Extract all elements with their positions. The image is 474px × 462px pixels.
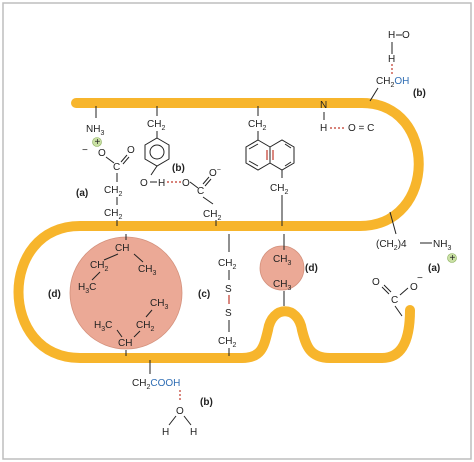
svg-text:CH2: CH2 (147, 119, 165, 132)
svg-text:O: O (182, 178, 190, 189)
svg-text:O: O (127, 145, 135, 156)
water-top-right: H O H (388, 30, 410, 65)
svg-text:+: + (95, 137, 101, 148)
backbone-h: H (320, 123, 327, 134)
label-b-top-right: (b) (413, 88, 426, 99)
label-c: (c) (198, 289, 210, 300)
svg-text:CH2OH: CH2OH (376, 76, 409, 89)
svg-text:C: C (113, 162, 120, 173)
svg-text:O: O (176, 406, 184, 417)
positive-charge (92, 137, 102, 147)
svg-text:CH3: CH3 (273, 254, 291, 267)
backbone-carbonyl: O = C (348, 123, 374, 134)
svg-text:CH2: CH2 (270, 183, 288, 196)
svg-text:NH3: NH3 (86, 124, 104, 137)
svg-text:CH2: CH2 (203, 209, 221, 222)
svg-text:NH3: NH3 (433, 239, 451, 252)
svg-text:CH2: CH2 (90, 260, 108, 273)
svg-text:CH2: CH2 (104, 208, 122, 221)
svg-text:CH3: CH3 (150, 298, 168, 311)
protein-backbone (13, 98, 424, 363)
svg-text:CH: CH (115, 243, 129, 254)
svg-text:−: − (417, 273, 423, 284)
water-h-1: H (388, 30, 395, 41)
svg-text:CH3: CH3 (138, 264, 156, 277)
negative-charge: − (82, 145, 88, 156)
svg-text:O: O (372, 277, 380, 288)
ch2oh-group: CH2OH (369, 76, 409, 102)
water-h-2: H (388, 54, 395, 65)
label-b-middle: (b) (172, 163, 185, 174)
isobutyl-upper: CH CH2 CH3 H3C (78, 234, 156, 295)
svg-text:O: O (98, 148, 106, 159)
svg-text:H3C: H3C (78, 282, 96, 295)
svg-text:H3C: H3C (94, 320, 112, 333)
isobutyl-lower: CH3 H3C CH2 CH (94, 298, 168, 356)
svg-text:CH: CH (118, 338, 132, 349)
svg-text:H: H (158, 178, 165, 189)
svg-text:CH2: CH2 (136, 320, 154, 333)
svg-text:CH2: CH2 (218, 258, 236, 271)
label-a-left: (a) (76, 188, 88, 199)
svg-text:H: H (162, 427, 169, 438)
svg-text:C: C (391, 295, 398, 306)
positive-charge-lys (447, 253, 457, 263)
svg-text:O−: O− (209, 167, 221, 179)
label-d-right: (d) (305, 263, 318, 274)
sulfur-2: S (225, 308, 232, 319)
svg-text:(CH2)4: (CH2)4 (376, 239, 407, 252)
svg-text:+: + (450, 253, 456, 264)
naphthyl-ring-right (269, 139, 295, 171)
svg-text:CH2COOH: CH2COOH (132, 378, 180, 391)
svg-text:O: O (410, 282, 418, 293)
water-o: O (402, 30, 410, 41)
backbone-n: N (320, 100, 327, 111)
svg-text:CH2: CH2 (248, 119, 266, 132)
label-b-bottom: (b) (200, 397, 213, 408)
label-d-left: (d) (48, 289, 61, 300)
svg-text:CH2: CH2 (104, 185, 122, 198)
label-a-right: (a) (428, 263, 440, 274)
hydrophobic-cluster-small (259, 245, 305, 291)
svg-text:O: O (140, 178, 148, 189)
svg-text:CH3: CH3 (273, 279, 291, 292)
sulfur-1: S (225, 284, 232, 295)
svg-text:H: H (190, 427, 197, 438)
svg-text:CH2: CH2 (218, 336, 236, 349)
svg-text:C: C (197, 186, 204, 197)
